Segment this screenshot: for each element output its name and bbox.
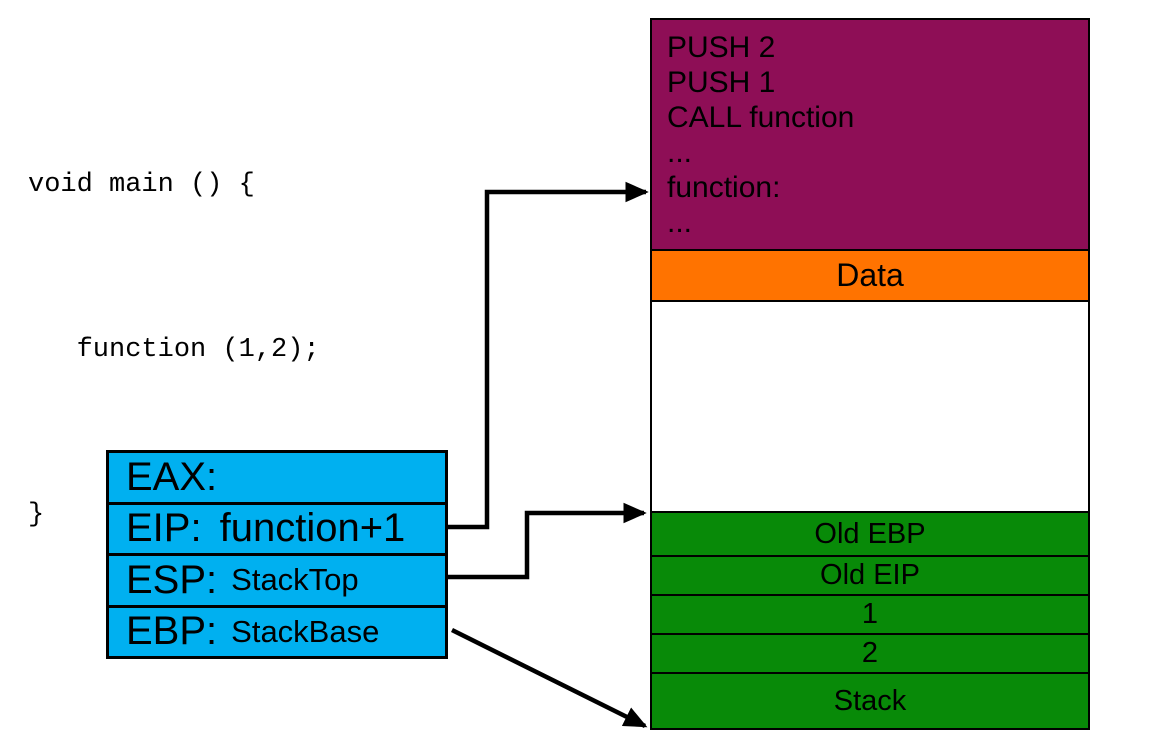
data-segment-label: Data xyxy=(836,257,904,293)
stack-cell-old-ebp: Old EBP xyxy=(652,511,1088,555)
register-row-esp: ESP: StackTop xyxy=(109,556,445,608)
code-segment: PUSH 2 PUSH 1 CALL function ... function… xyxy=(652,20,1088,249)
free-memory-segment xyxy=(652,300,1088,511)
instruction-line: ... xyxy=(667,136,693,169)
code-line: } xyxy=(28,500,45,530)
register-row-eax: EAX: xyxy=(109,453,445,505)
stack-cell-old-eip: Old EIP xyxy=(652,555,1088,594)
code-line: void main () { xyxy=(28,170,255,200)
stack-segment: Stack xyxy=(652,672,1088,728)
data-segment: Data xyxy=(652,249,1088,300)
register-name: EBP: xyxy=(126,609,218,654)
instruction-line: ... xyxy=(667,206,693,239)
register-name: ESP: xyxy=(126,557,218,602)
stack-cell-arg1: 1 xyxy=(652,594,1088,633)
eip-arrow xyxy=(448,181,649,530)
register-name: EAX: xyxy=(126,454,218,499)
register-name: EIP: xyxy=(126,506,202,551)
instruction-line: CALL function xyxy=(667,101,855,134)
source-code: void main () { function (1,2); } xyxy=(28,48,320,653)
register-box: EAX: EIP: function+1 ESP: StackTop EBP: … xyxy=(106,450,448,659)
instruction-line: function: xyxy=(667,171,781,204)
ebp-arrow xyxy=(450,627,648,729)
register-value: StackTop xyxy=(231,562,359,598)
instruction-line: PUSH 1 xyxy=(667,66,776,99)
stack-segment-label: Stack xyxy=(833,684,907,717)
register-row-ebp: EBP: StackBase xyxy=(109,608,445,657)
memory-column: PUSH 2 PUSH 1 CALL function ... function… xyxy=(650,18,1090,730)
esp-arrow xyxy=(448,502,647,580)
register-value: StackBase xyxy=(231,613,380,649)
code-line: function (1,2); xyxy=(28,335,320,365)
instruction-line: PUSH 2 xyxy=(667,31,776,64)
register-value: function+1 xyxy=(219,506,406,551)
stack-cell-arg2: 2 xyxy=(652,633,1088,672)
register-row-eip: EIP: function+1 xyxy=(109,505,445,556)
